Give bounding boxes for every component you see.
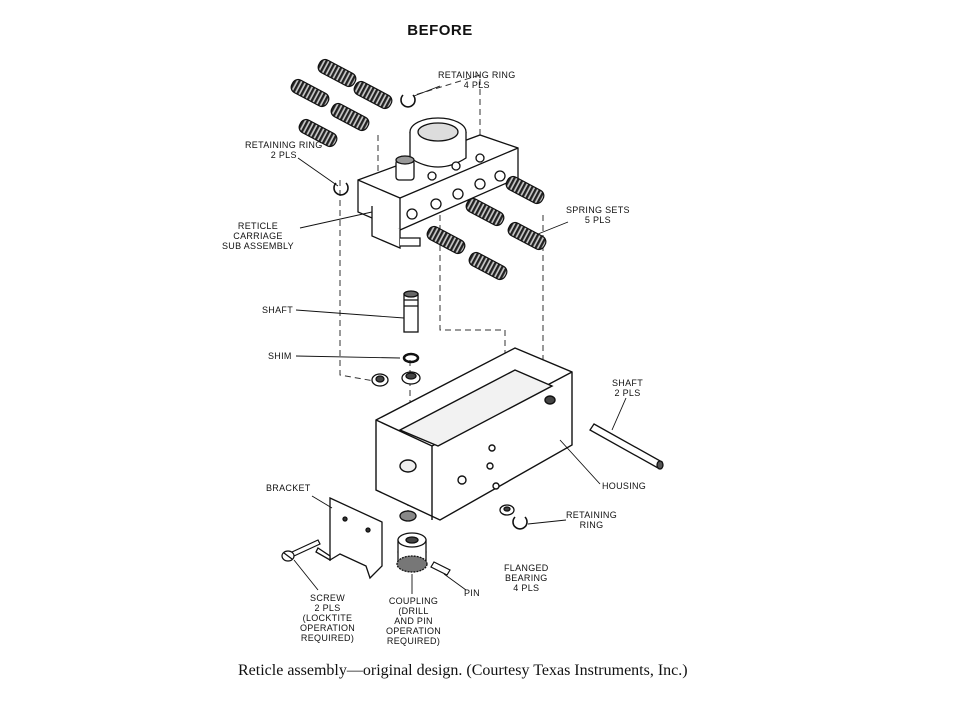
label-reticle-carriage: RETICLE CARRIAGE SUB ASSEMBLY	[222, 221, 294, 251]
side-shaft	[589, 423, 664, 470]
label-screw: SCREW 2 PLS (LOCKTITE OPERATION REQUIRED…	[300, 593, 356, 643]
label-shaft-right: SHAFT 2 PLS	[612, 378, 644, 398]
diagram-title: BEFORE	[407, 22, 473, 39]
screw	[281, 539, 321, 562]
label-bracket: BRACKET	[266, 483, 311, 493]
label-spring-sets: SPRING SETS 5 PLS	[566, 205, 630, 225]
pin	[430, 561, 451, 576]
figure-caption: Reticle assembly—original design. (Court…	[238, 662, 688, 679]
label-flanged-bearing: FLANGED BEARING 4 PLS	[504, 563, 549, 593]
label-retaining-ring-top: RETAINING RING 4 PLS	[438, 70, 516, 90]
label-housing: HOUSING	[602, 481, 647, 491]
leader-lines	[293, 85, 627, 594]
label-shim: SHIM	[268, 351, 292, 361]
upper-shaft-part	[371, 290, 421, 387]
label-coupling: COUPLING (DRILL AND PIN OPERATION REQUIR…	[386, 596, 442, 646]
flanged-bearings	[499, 504, 515, 516]
coupling	[396, 510, 428, 573]
housing	[375, 347, 573, 521]
label-retaining-ring-left: RETAINING RING 2 PLS	[245, 140, 323, 160]
label-pin: PIN	[464, 588, 480, 598]
bracket	[315, 496, 383, 580]
label-retaining-ring-bottom: RETAINING RING	[566, 510, 618, 530]
reticle-carriage	[357, 117, 519, 249]
spring-sets-top	[288, 56, 395, 150]
label-shaft-upper: SHAFT	[262, 305, 294, 315]
